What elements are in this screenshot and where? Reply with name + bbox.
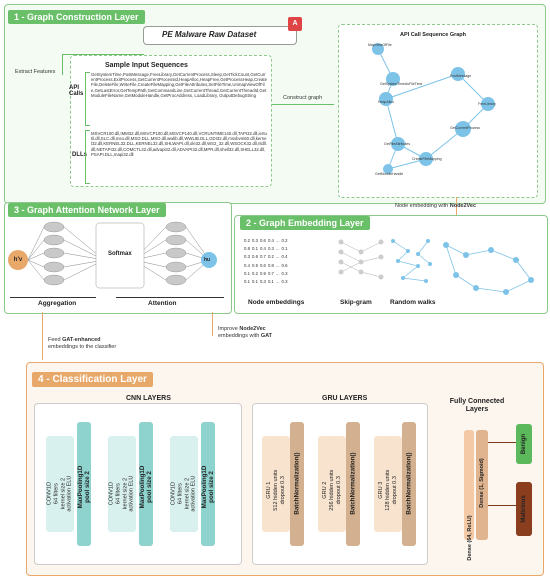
- dataset-label: PE Malware Raw Dataset: [162, 30, 257, 39]
- dll-bracket: [85, 130, 90, 184]
- batchnorm-block: [290, 422, 304, 546]
- extract-arrow-h: [62, 54, 144, 55]
- batchnorm-block: [402, 422, 416, 546]
- conv1d-block: [108, 436, 136, 532]
- construct-label: Construct graph: [283, 95, 323, 101]
- gru-title: GRU LAYERS: [322, 395, 368, 402]
- conv1d-block: [170, 436, 198, 532]
- batchnorm-block: [346, 422, 360, 546]
- conv1d-label: CONV1D 64 filters kernel size 2 activati…: [46, 475, 73, 512]
- dense-1-block: [476, 430, 488, 540]
- hv-node: h'v: [8, 250, 28, 270]
- conv1d-label: CONV1D 64 filters kernel size 2 activati…: [170, 475, 197, 512]
- node2vec-label: Node embedding with Node2Vec: [395, 203, 477, 209]
- dense-64-label: Dense (64, ReLU): [467, 515, 473, 561]
- dense-64-block: [464, 430, 474, 540]
- api-text: GetSystemTime,PostMessage,FreeLibrary,Ge…: [91, 72, 268, 98]
- aggregation-label: Aggregation: [38, 300, 77, 307]
- maxpooling1d-label: MaxPooling1D pool size 2: [77, 465, 91, 509]
- maxpooling1d-block: [77, 422, 91, 546]
- malicious-block: [516, 482, 532, 536]
- batchnorm-label: BatchNormalization(): [405, 452, 413, 515]
- skipgram-svg: [338, 239, 384, 280]
- hu-label: hu: [204, 257, 211, 263]
- dll-text: MSVCR100.dll,IMM32.dll,MSVCP100.dll,MSVC…: [91, 131, 268, 157]
- benign-line: [488, 442, 516, 443]
- node2vec-arrow: [456, 197, 457, 215]
- graph-node-label: GetCurrentProcess: [450, 126, 480, 130]
- improve-arrow: [212, 312, 213, 336]
- construct-arrow: [272, 104, 334, 105]
- graph-node-label: FreeLibrary: [478, 102, 496, 106]
- attention-label: Attention: [148, 300, 177, 307]
- malicious-label: Malicious: [521, 495, 527, 523]
- benign-label: Benign: [521, 433, 527, 455]
- graph-embedding-panel: [234, 215, 548, 314]
- gru-block: [374, 436, 402, 532]
- conv1d-label: CONV1D 64 filters kernel size 2 activati…: [108, 475, 135, 512]
- random-walk-svg: [391, 239, 432, 283]
- pdf-icon: A: [288, 17, 302, 31]
- fc-title: Fully Connected Layers: [449, 398, 505, 413]
- layer1-title: 1 - Graph Construction Layer: [8, 10, 145, 24]
- extract-label: Extract Features: [15, 69, 56, 75]
- feed-arrow: [42, 312, 43, 360]
- api-label: API Calls: [69, 85, 84, 97]
- graph-node-label: GetFileAttributes: [384, 142, 411, 146]
- api-graph-svg: [372, 43, 495, 174]
- maxpooling1d-label: MaxPooling1D pool size 2: [139, 465, 153, 509]
- dataset-box: [143, 26, 297, 45]
- graph-node-label: PostMessage: [450, 74, 472, 78]
- api-graph-box: [338, 24, 538, 198]
- graph-node-label: HeapAlloc: [378, 100, 394, 104]
- dll-label: DLLs: [72, 152, 87, 158]
- gru-label: GRU 1 512 hidden units dropout 0.3: [265, 469, 286, 511]
- dense-1-label: Dense (1, Sigmoid): [479, 458, 485, 508]
- api-bracket: [85, 72, 90, 126]
- mini-graph-svg: [443, 242, 534, 295]
- softmax-label: Softmax: [108, 251, 132, 257]
- graph-node-label: CreateFileMapping: [412, 157, 442, 161]
- malicious-line: [488, 505, 516, 506]
- graph-node-label: GetSystemTimeAsFileTime: [380, 82, 423, 86]
- batchnorm-label: BatchNormalization(): [293, 452, 301, 515]
- api-graph-title: API Call Sequence Graph: [400, 32, 467, 38]
- att-bracket: [116, 297, 224, 298]
- batchnorm-label: BatchNormalization(): [349, 452, 357, 515]
- extract-arrow: [62, 55, 63, 75]
- layer4-title: 4 - Classification Layer: [32, 372, 153, 387]
- maxpooling1d-block: [139, 422, 153, 546]
- cnn-title: CNN LAYERS: [126, 395, 171, 402]
- layer3-title: 3 - Graph Attention Network Layer: [8, 203, 166, 217]
- random-walk-label: Random walks: [390, 299, 436, 306]
- agg-bracket: [10, 297, 96, 298]
- conv1d-block: [46, 436, 74, 532]
- gat-svg: [27, 221, 217, 289]
- node-emb-label: Node embeddings: [248, 299, 305, 306]
- skipgram-label: Skip-gram: [340, 299, 372, 306]
- layer2-title: 2 - Graph Embedding Layer: [240, 216, 370, 230]
- graph-node-label: GetModuleHandle: [375, 172, 404, 176]
- gru-label: GRU 2 256 hidden units dropout 0.3: [321, 469, 342, 511]
- maxpooling1d-label: MaxPooling1D pool size 2: [201, 465, 215, 509]
- graph-node-label: MapViewOfFile: [368, 43, 392, 47]
- gru-block: [262, 436, 290, 532]
- gru-block: [318, 436, 346, 532]
- benign-block: [516, 424, 532, 464]
- gru-label: GRU 3 128 hidden units dropout 0.3: [377, 469, 398, 511]
- sample-box: [70, 55, 272, 187]
- sample-title: Sample Input Sequences: [105, 62, 188, 69]
- maxpooling1d-block: [201, 422, 215, 546]
